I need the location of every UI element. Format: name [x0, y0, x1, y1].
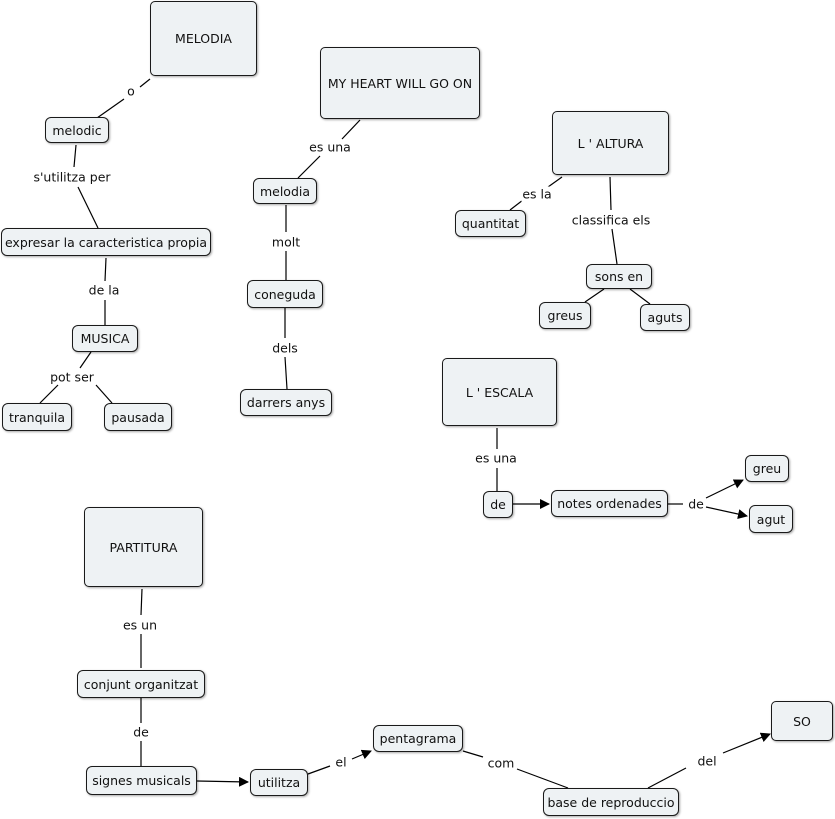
concept-label: greu [752, 461, 782, 476]
connector-pentagrama-com [462, 750, 484, 758]
concept-partitura[interactable]: PARTITURA [84, 507, 203, 587]
connector-o-melodic [96, 98, 125, 119]
concept-coneguda[interactable]: coneguda [247, 280, 323, 308]
link-phrase-el: el [334, 754, 348, 770]
connector-del-so[interactable] [722, 732, 771, 754]
concept-my-heart-will-go-on[interactable]: MY HEART WILL GO ON [320, 47, 480, 119]
connector-esla-quantitat [509, 199, 524, 211]
concept-label: MUSICA [80, 331, 130, 346]
connector-melodic-sutilitza [73, 144, 77, 168]
concept-greus[interactable]: greus [539, 302, 591, 329]
concept-label: aguts [647, 310, 683, 325]
concept-notes-ordenades[interactable]: notes ordenades [551, 490, 668, 517]
connector-sons-greus [584, 288, 605, 303]
concept-altura[interactable]: L ' ALTURA [552, 111, 669, 175]
connector-signes-utilitza[interactable] [196, 776, 249, 787]
connector-altura-classifica [609, 176, 612, 211]
concept-label: conjunt organitzat [83, 676, 199, 692]
concept-label: tranquila [8, 409, 66, 425]
concept-utilitza[interactable]: utilitza [250, 769, 308, 796]
connector-musica-potser [79, 351, 92, 369]
concept-escala[interactable]: L ' ESCALA [442, 358, 557, 426]
link-phrase-es-la: es la [521, 186, 553, 202]
concept-pausada[interactable]: pausada [104, 403, 172, 431]
connector-el-pentagrama[interactable] [351, 749, 372, 760]
concept-so[interactable]: SO [771, 701, 833, 741]
connector-expresar-dela [104, 257, 107, 282]
link-phrase-del: del [696, 753, 718, 769]
connector-partitura-esun [140, 588, 143, 616]
connector-altura-esla [547, 176, 563, 188]
connector-potser-tranquila [39, 384, 59, 404]
connector-dels-darrers [284, 356, 288, 390]
concept-label: melodia [259, 183, 311, 199]
link-phrase-sutilitza-per: s'utilitza per [32, 169, 112, 185]
concept-melodic[interactable]: melodic [45, 117, 109, 143]
concept-label: greus [547, 308, 583, 323]
concept-label: melodic [52, 122, 102, 138]
connector-sons-aguts [629, 288, 651, 305]
concept-label: notes ordenades [557, 496, 662, 511]
concept-label: agut [756, 511, 786, 527]
concept-pentagrama[interactable]: pentagrama [373, 725, 463, 752]
link-phrase-classifica-els: classifica els [570, 212, 652, 228]
link-phrase-es-una: es una [308, 139, 352, 155]
link-phrase-pot-ser: pot ser [49, 369, 95, 385]
connector-com-base [516, 768, 569, 789]
concept-label: L ' ALTURA [577, 135, 644, 151]
concept-label: de [490, 497, 506, 512]
link-phrase-molt: molt [270, 234, 302, 250]
concept-label: sons en [594, 269, 644, 284]
concept-label: SO [793, 713, 811, 729]
link-phrase-es-un: es un [121, 617, 159, 633]
concept-greu[interactable]: greu [745, 455, 789, 482]
connector-de-greu[interactable] [705, 479, 744, 499]
concept-label: base de reproduccio [547, 794, 675, 810]
concept-agut[interactable]: agut [749, 505, 793, 533]
connector-esuna-melodia [297, 155, 321, 179]
concept-quantitat[interactable]: quantitat [455, 210, 526, 237]
concept-musica[interactable]: MUSICA [72, 325, 138, 352]
concept-expresar[interactable]: expresar la caracteristica propia [1, 228, 211, 256]
concept-label: MY HEART WILL GO ON [327, 75, 473, 91]
concept-label: PARTITURA [109, 539, 178, 555]
link-phrase-o: o [126, 83, 136, 99]
connector-potser-pausada [95, 384, 113, 404]
concept-label: signes musicals [92, 773, 191, 788]
concept-melodia[interactable]: melodia [253, 178, 317, 204]
concept-label: utilitza [257, 775, 301, 790]
concept-label: pentagrama [379, 731, 457, 746]
link-phrase-dels: dels [271, 340, 299, 356]
concept-label: MELODIA [175, 31, 232, 46]
concept-label: quantitat [461, 216, 520, 231]
concept-de[interactable]: de [483, 491, 513, 518]
concept-base-de-reproduccio[interactable]: base de reproduccio [543, 788, 679, 816]
connector-base-del [647, 767, 687, 789]
concept-sons-en[interactable]: sons en [586, 264, 652, 289]
connector-heart-esuna [341, 119, 361, 140]
connector-melodia-o [139, 78, 151, 88]
connector-classifica-sons [611, 228, 618, 265]
connector-de-agut[interactable] [705, 506, 748, 519]
concept-aguts[interactable]: aguts [640, 304, 690, 331]
link-phrase-es-una-escala: es una [474, 450, 518, 466]
link-phrase-de: de [687, 496, 705, 512]
concept-tranquila[interactable]: tranquila [2, 403, 72, 431]
link-phrase-com: com [486, 755, 516, 771]
concept-label: darrers anys [246, 395, 326, 410]
concept-conjunt-organitzat[interactable]: conjunt organitzat [77, 670, 205, 698]
link-phrase-de-la: de la [87, 282, 121, 298]
concept-signes-musicals[interactable]: signes musicals [86, 766, 197, 795]
concept-label: expresar la caracteristica propia [4, 234, 208, 250]
concept-melodia-title[interactable]: MELODIA [150, 1, 257, 76]
connector-utilitza-el [307, 765, 331, 775]
concept-darrers-anys[interactable]: darrers anys [240, 389, 332, 416]
concept-label: pausada [111, 409, 165, 425]
concept-label: coneguda [254, 286, 316, 302]
link-phrase-de-signes: de [132, 724, 150, 740]
connector-sutilitza-expresar [77, 186, 99, 229]
concept-label: L ' ESCALA [465, 384, 534, 400]
